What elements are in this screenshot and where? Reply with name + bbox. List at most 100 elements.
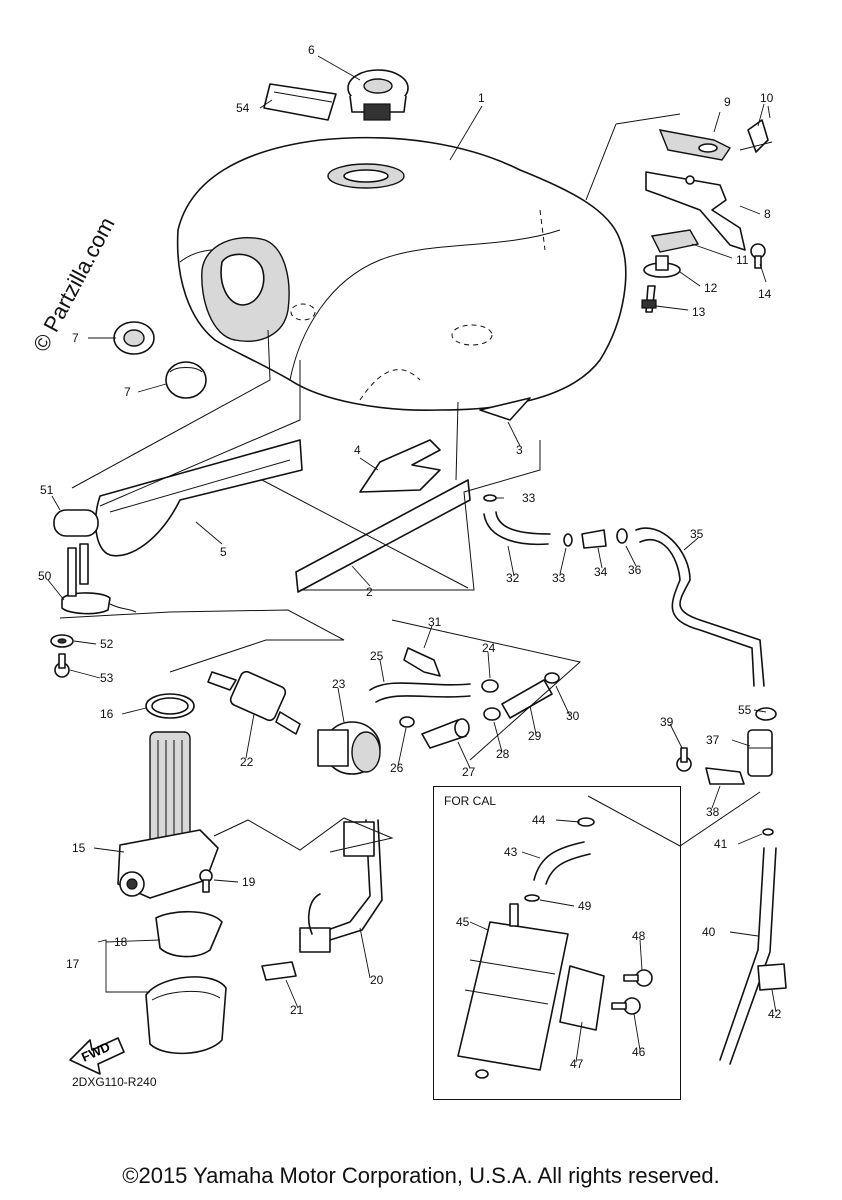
canister-45[interactable] (457, 903, 569, 1079)
callout-9: 9 (724, 95, 731, 109)
callout-33-upper: 33 (522, 491, 536, 505)
clip-33-upper[interactable] (483, 494, 497, 502)
callout-2: 2 (366, 585, 373, 599)
o-ring-16[interactable] (145, 693, 195, 719)
joint-34[interactable] (581, 529, 607, 549)
bracket-47[interactable] (559, 965, 605, 1031)
bolt-13[interactable] (641, 285, 657, 313)
collar[interactable] (643, 255, 681, 278)
callout-17: 17 (66, 957, 80, 971)
callout-31: 31 (428, 615, 442, 629)
hose-25[interactable] (369, 682, 471, 703)
washer-52[interactable] (50, 634, 74, 648)
damper-rubber[interactable] (650, 229, 700, 253)
hose-29[interactable] (501, 679, 553, 719)
side-cover[interactable] (94, 439, 303, 557)
clip-26[interactable] (399, 716, 415, 728)
fuel-tank[interactable] (176, 136, 627, 412)
hose-43[interactable] (533, 841, 591, 885)
callout-41: 41 (714, 837, 728, 851)
tank-bracket[interactable] (645, 171, 746, 251)
callout-33-lower: 33 (552, 571, 566, 585)
joint-27[interactable] (421, 718, 470, 749)
hose-32[interactable] (483, 511, 551, 546)
callout-8: 8 (764, 207, 771, 221)
callout-14: 14 (758, 287, 772, 301)
clip-30[interactable] (544, 672, 560, 684)
bolt-14[interactable] (750, 243, 766, 269)
label-sticker[interactable] (263, 83, 337, 121)
callout-11: 11 (736, 253, 749, 267)
pump-cover-assembly-17[interactable] (145, 976, 227, 1055)
clip-33-lower[interactable] (563, 533, 573, 547)
bolt-39[interactable] (676, 747, 692, 772)
screw-19[interactable] (199, 869, 213, 893)
clip-21[interactable] (261, 961, 297, 981)
callout-7-lower: 7 (124, 385, 131, 399)
callout-42: 42 (768, 1007, 782, 1021)
clip-49[interactable] (524, 894, 540, 902)
callout-40: 40 (702, 925, 716, 939)
cal-inset-box (433, 786, 681, 1100)
fuel-valve-37[interactable] (747, 729, 773, 777)
grommet-upper[interactable] (113, 321, 155, 355)
damper-pad[interactable] (479, 397, 531, 421)
pressure-regulator-23[interactable] (317, 721, 381, 775)
callout-25: 25 (370, 649, 384, 663)
bolt-46[interactable] (611, 997, 641, 1015)
copyright-notice: ©2015 Yamaha Motor Corporation, U.S.A. A… (122, 1163, 720, 1188)
callout-18: 18 (114, 935, 128, 949)
clip-41[interactable] (762, 828, 774, 836)
callout-52: 52 (100, 637, 114, 651)
callout-26: 26 (390, 761, 404, 775)
fuel-pump-assembly[interactable] (117, 731, 219, 899)
callout-6: 6 (308, 43, 315, 57)
callout-54: 54 (236, 101, 250, 115)
callout-49: 49 (578, 899, 592, 913)
clip-55[interactable] (755, 707, 777, 721)
callout-30: 30 (566, 709, 580, 723)
fuel-cap[interactable] (347, 69, 409, 121)
grommet-lower[interactable] (165, 361, 207, 399)
o-ring-51[interactable] (53, 509, 99, 537)
callout-27: 27 (462, 765, 476, 779)
callout-numbers: 1 2 3 4 5 6 7 7 8 9 10 11 12 13 14 15 16… (38, 43, 782, 1071)
clip-24[interactable] (481, 679, 499, 693)
bracket-38[interactable] (705, 767, 745, 785)
callout-48: 48 (632, 929, 646, 943)
bolt-48[interactable] (623, 969, 653, 987)
hose-40[interactable] (719, 847, 777, 1065)
callout-47: 47 (570, 1057, 584, 1071)
bracket-damper[interactable] (658, 129, 732, 161)
hose-35[interactable] (635, 527, 765, 687)
screw-53[interactable] (54, 653, 70, 678)
callout-46: 46 (632, 1045, 646, 1059)
cal-inset-label: FOR CAL (444, 794, 497, 808)
callout-34: 34 (594, 565, 608, 579)
callout-29: 29 (528, 729, 542, 743)
callout-19: 19 (242, 875, 256, 889)
clip-28[interactable] (483, 707, 501, 721)
clip-42[interactable] (757, 963, 787, 991)
forward-arrow-icon: FWD (69, 1037, 125, 1075)
tank-damper[interactable] (359, 439, 441, 493)
callout-32: 32 (506, 571, 520, 585)
callout-51: 51 (40, 483, 54, 497)
callout-7-upper: 7 (72, 331, 79, 345)
clip-36[interactable] (616, 528, 628, 544)
clip-31[interactable] (403, 647, 441, 677)
callout-3: 3 (516, 443, 523, 457)
callout-45: 45 (456, 915, 470, 929)
callout-23: 23 (332, 677, 346, 691)
callout-35: 35 (690, 527, 704, 541)
callout-37: 37 (706, 733, 720, 747)
leader-lines (47, 55, 777, 1063)
fuel-filter-22[interactable] (207, 670, 301, 735)
callout-28: 28 (496, 747, 510, 761)
protector-plate[interactable] (295, 479, 471, 593)
callout-38: 38 (706, 805, 720, 819)
pump-cover-18[interactable] (155, 910, 223, 958)
clip-44[interactable] (577, 817, 595, 827)
fuel-hose-assembly-20[interactable] (299, 819, 383, 953)
fuel-level-sender[interactable] (61, 543, 137, 615)
